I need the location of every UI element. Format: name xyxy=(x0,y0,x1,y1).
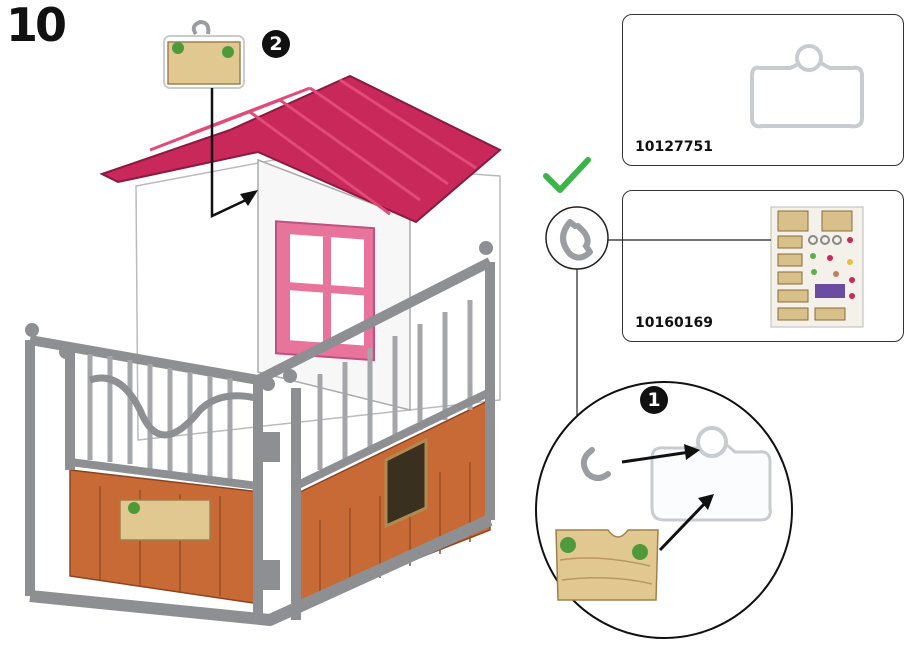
step-number: 10 xyxy=(6,0,67,52)
sticker-sheet xyxy=(770,206,864,328)
horseshoe-icon xyxy=(560,219,593,261)
checkmark-icon xyxy=(543,157,591,193)
part-code-2: 10160169 xyxy=(635,315,713,331)
horse-stable xyxy=(25,74,502,626)
part-code-1: 10127751 xyxy=(635,139,713,155)
top-nameplate-sign xyxy=(163,19,245,89)
detail-wood-sign xyxy=(555,529,659,601)
substep-badge-2: 2 xyxy=(262,30,290,58)
detail-horseshoe-icon xyxy=(580,447,611,481)
detail-nameplate-holder xyxy=(650,426,772,522)
substep-badge-1: 1 xyxy=(640,386,668,414)
gate-hinge-top xyxy=(258,432,280,462)
horse-picture xyxy=(384,437,428,529)
base-rail xyxy=(29,514,493,626)
nameplate-holder-part xyxy=(750,44,864,129)
gate-hinge-bottom xyxy=(258,560,280,590)
